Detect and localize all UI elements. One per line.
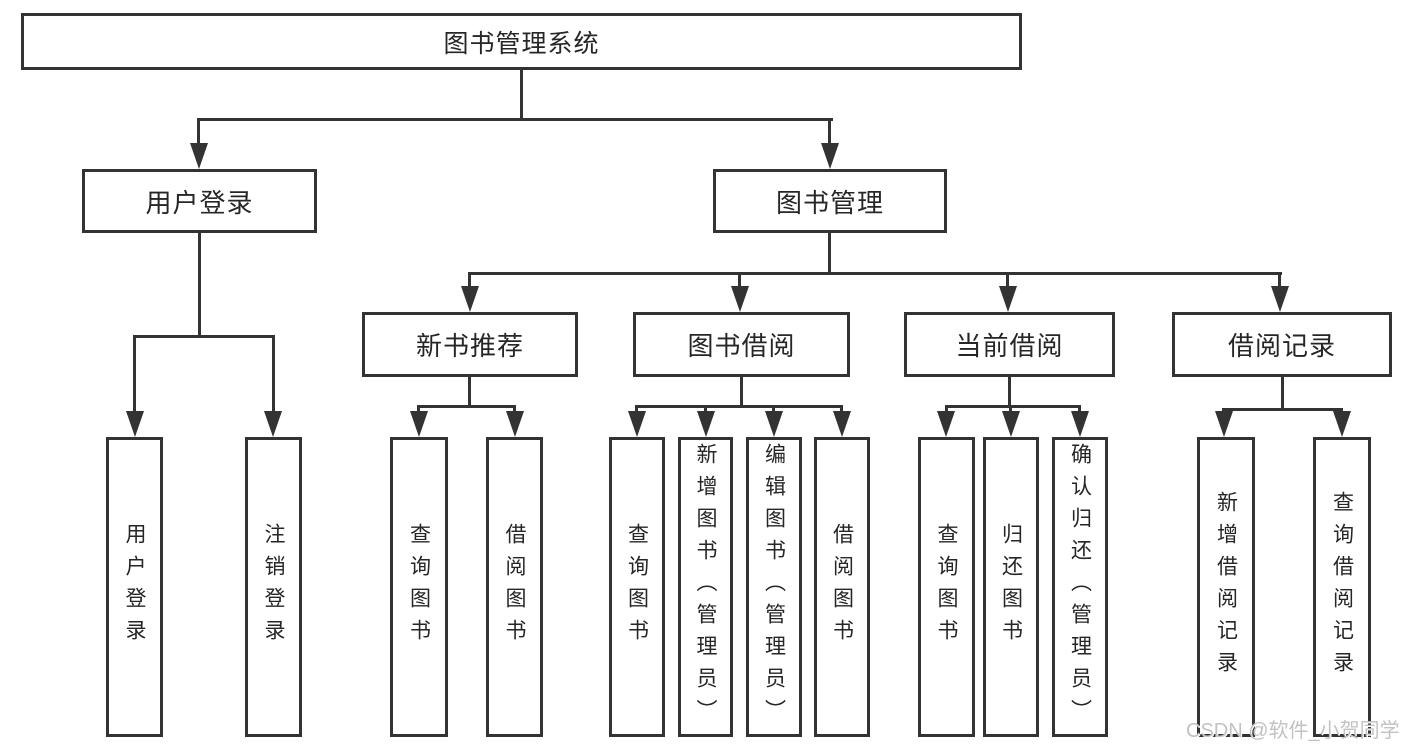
arrowhead-add-books-admin: [697, 411, 715, 437]
connector-stem-book-management: [828, 118, 831, 144]
leaf-add-books-admin: 新增图书（管理员）: [678, 437, 733, 737]
arrowhead-user-login: [190, 143, 208, 169]
node-book-management: 图书管理: [713, 169, 947, 233]
connector-root-bar: [197, 118, 833, 121]
connector-stem-user-login: [197, 118, 200, 144]
leaf-query-books-borrow: 查询图书: [609, 437, 665, 737]
arrowhead-confirm-return-admin: [1071, 411, 1089, 437]
leaf-return-books: 归还图书: [983, 437, 1039, 737]
connector-stem-new-book-recommend: [468, 272, 471, 286]
node-root: 图书管理系统: [21, 13, 1022, 70]
connector-currentgrp-bar: [945, 405, 1081, 408]
leaf-borrow-books-recommend: 借阅图书: [486, 437, 543, 737]
connector-stem-borrow-books-recommend: [513, 405, 516, 411]
connector-borrowgrp-stem: [740, 377, 743, 405]
arrowhead-add-borrow-record: [1215, 411, 1233, 437]
connector-stem-leaf-user-login: [133, 335, 136, 411]
arrowhead-query-books-current: [937, 411, 955, 437]
connector-stem-query-borrow-record: [1340, 408, 1343, 411]
connector-stem-borrow-books: [840, 405, 843, 411]
csdn-watermark: CSDN @软件_小贺同学: [1186, 720, 1400, 742]
node-new-book-recommend: 新书推荐: [362, 312, 578, 377]
leaf-confirm-return-admin: 确认归还（管理员）: [1052, 437, 1108, 737]
leaf-query-books-current: 查询图书: [918, 437, 975, 737]
arrowhead-borrow-books: [833, 411, 851, 437]
connector-bookmgmt-bar: [468, 272, 1282, 275]
node-current-borrow: 当前借阅: [904, 312, 1115, 377]
node-book-borrow: 图书借阅: [633, 312, 850, 377]
connector-currentgrp-stem: [1008, 377, 1011, 405]
arrowhead-leaf-user-login: [126, 411, 144, 437]
connector-borrowgrp-bar: [635, 405, 843, 408]
arrowhead-query-borrow-record: [1333, 411, 1351, 437]
connector-stem-query-books-recommend: [417, 405, 420, 411]
connector-recommend-bar: [417, 405, 516, 408]
node-user-login: 用户登录: [82, 169, 317, 233]
leaf-add-borrow-record: 新增借阅记录: [1197, 437, 1255, 737]
connector-stem-query-books-current: [945, 405, 948, 411]
leaf-query-borrow-record: 查询借阅记录: [1313, 437, 1371, 737]
leaf-borrow-books: 借阅图书: [814, 437, 870, 737]
connector-stem-confirm-return-admin: [1078, 405, 1081, 411]
arrowhead-query-books-borrow: [628, 411, 646, 437]
leaf-user-login: 用户登录: [106, 437, 163, 737]
arrowhead-borrow-records: [1271, 286, 1289, 312]
arrowhead-return-books: [1002, 411, 1020, 437]
connector-stem-add-books-admin: [704, 405, 707, 411]
arrowhead-new-book-recommend: [461, 286, 479, 312]
connector-stem-borrow-records: [1278, 272, 1281, 286]
connector-stem-current-borrow: [1006, 272, 1009, 286]
connector-stem-query-books-borrow: [635, 405, 638, 411]
arrowhead-query-books-recommend: [410, 411, 428, 437]
node-borrow-records: 借阅记录: [1172, 312, 1392, 377]
connector-stem-book-borrow: [738, 272, 741, 286]
arrowhead-book-management: [821, 143, 839, 169]
connector-userlogin-stem: [198, 233, 201, 335]
connector-stem-leaf-logout: [272, 335, 275, 411]
connector-stem-return-books: [1009, 405, 1012, 411]
arrowhead-current-borrow: [999, 286, 1017, 312]
leaf-query-books-recommend: 查询图书: [390, 437, 448, 737]
arrowhead-edit-books-admin: [765, 411, 783, 437]
arrowhead-borrow-books-recommend: [506, 411, 524, 437]
connector-stem-add-borrow-record: [1222, 408, 1225, 411]
arrowhead-leaf-logout: [264, 411, 282, 437]
arrowhead-book-borrow: [731, 286, 749, 312]
connector-recordsgrp-stem: [1281, 377, 1284, 408]
connector-recommend-stem: [468, 377, 471, 405]
connector-userlogin-bar: [133, 335, 275, 338]
leaf-logout: 注销登录: [245, 437, 302, 737]
connector-bookmgmt-stem: [828, 233, 831, 272]
leaf-edit-books-admin: 编辑图书（管理员）: [746, 437, 802, 737]
connector-stem-edit-books-admin: [772, 405, 775, 411]
connector-root-stem: [520, 69, 523, 118]
connector-recordsgrp-bar: [1222, 408, 1343, 411]
